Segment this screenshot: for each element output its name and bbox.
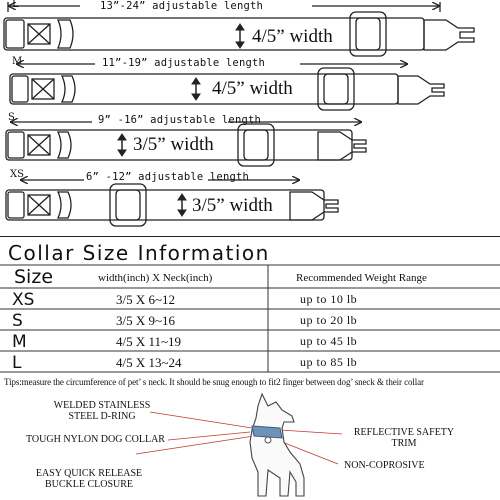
double-arrow-icon	[117, 133, 127, 157]
feature-label: REFLECTIVE SAFETY	[353, 427, 455, 438]
collar-width-label: 3/5” width	[133, 134, 214, 155]
feature-nylon: TOUGH NYLON DOG COLLAR	[26, 434, 165, 445]
feature-reflective: REFLECTIVE SAFETY TRIM	[346, 427, 462, 449]
feature-label: EASY QUICK RELEASE	[35, 468, 143, 479]
dog-feature-diagram	[135, 392, 343, 497]
collar-extra-small	[5, 180, 339, 227]
column-header-dimensions: width(inch) X Neck(inch)	[98, 272, 213, 284]
double-arrow-icon	[191, 77, 201, 101]
table-cell-size: M	[12, 332, 27, 352]
table-cell-weight: up to 20 lb	[300, 313, 358, 327]
collar-size-letter: XS	[10, 169, 24, 180]
size-table-lines	[0, 264, 500, 373]
table-top-divider	[0, 236, 500, 237]
column-header-size: Size	[14, 266, 54, 288]
collar-medium	[9, 64, 445, 111]
double-arrow-icon	[235, 23, 245, 49]
info-title: Collar Size Information	[8, 241, 270, 265]
feature-pointer-lines	[135, 411, 343, 465]
feature-non-corrosive: NON-COPROSIVE	[344, 460, 425, 471]
table-cell-dimensions: 4/5 X 13~24	[116, 355, 182, 370]
collar-small	[5, 122, 367, 167]
feature-label: NON-COPROSIVE	[344, 460, 425, 471]
table-cell-size: XS	[12, 290, 35, 310]
feature-label: TOUGH NYLON DOG COLLAR	[26, 434, 165, 445]
feature-label: STEEL D-RING	[68, 411, 136, 422]
table-cell-dimensions: 3/5 X 6~12	[116, 292, 176, 307]
table-cell-dimensions: 3/5 X 9~16	[116, 313, 176, 328]
table-cell-weight: up to 10 lb	[300, 292, 358, 306]
dog-silhouette-icon	[249, 392, 305, 497]
collar-width-label: 4/5” width	[252, 26, 333, 47]
collar-size-letter: S	[8, 112, 15, 123]
sizing-tips: Tips:measure the circumference of pet’ s…	[4, 377, 424, 387]
collar-on-dog	[251, 425, 283, 444]
table-cell-weight: up to 85 lb	[300, 355, 358, 369]
collar-width-label: 3/5” width	[192, 195, 273, 216]
collar-length-label: 9” -16” adjustable length	[98, 114, 262, 126]
feature-d-ring: WELDED STAINLESS STEEL D-RING	[48, 400, 156, 422]
collar-size-letter: M	[12, 56, 23, 67]
collar-diagrams	[3, 2, 475, 227]
column-header-weight: Recommended Weight Range	[296, 272, 427, 284]
collar-length-label: 11”-19” adjustable length	[102, 57, 266, 69]
table-cell-size: S	[12, 311, 23, 331]
double-arrow-icon	[177, 193, 187, 217]
feature-label: BUCKLE CLOSURE	[44, 479, 134, 490]
table-cell-size: L	[12, 353, 22, 373]
collar-length-label: 13”-24” adjustable length	[100, 0, 264, 12]
collar-large	[3, 2, 475, 57]
collar-size-letter: L	[12, 0, 19, 10]
feature-buckle: EASY QUICK RELEASE BUCKLE CLOSURE	[30, 468, 148, 490]
table-cell-weight: up to 45 lb	[300, 334, 358, 348]
collar-length-label: 6” -12” adjustable length	[86, 171, 250, 183]
feature-label: WELDED STAINLESS	[53, 400, 151, 411]
collar-width-label: 4/5” width	[212, 78, 293, 99]
feature-label: TRIM	[391, 438, 417, 449]
table-cell-dimensions: 4/5 X 11~19	[116, 334, 182, 349]
